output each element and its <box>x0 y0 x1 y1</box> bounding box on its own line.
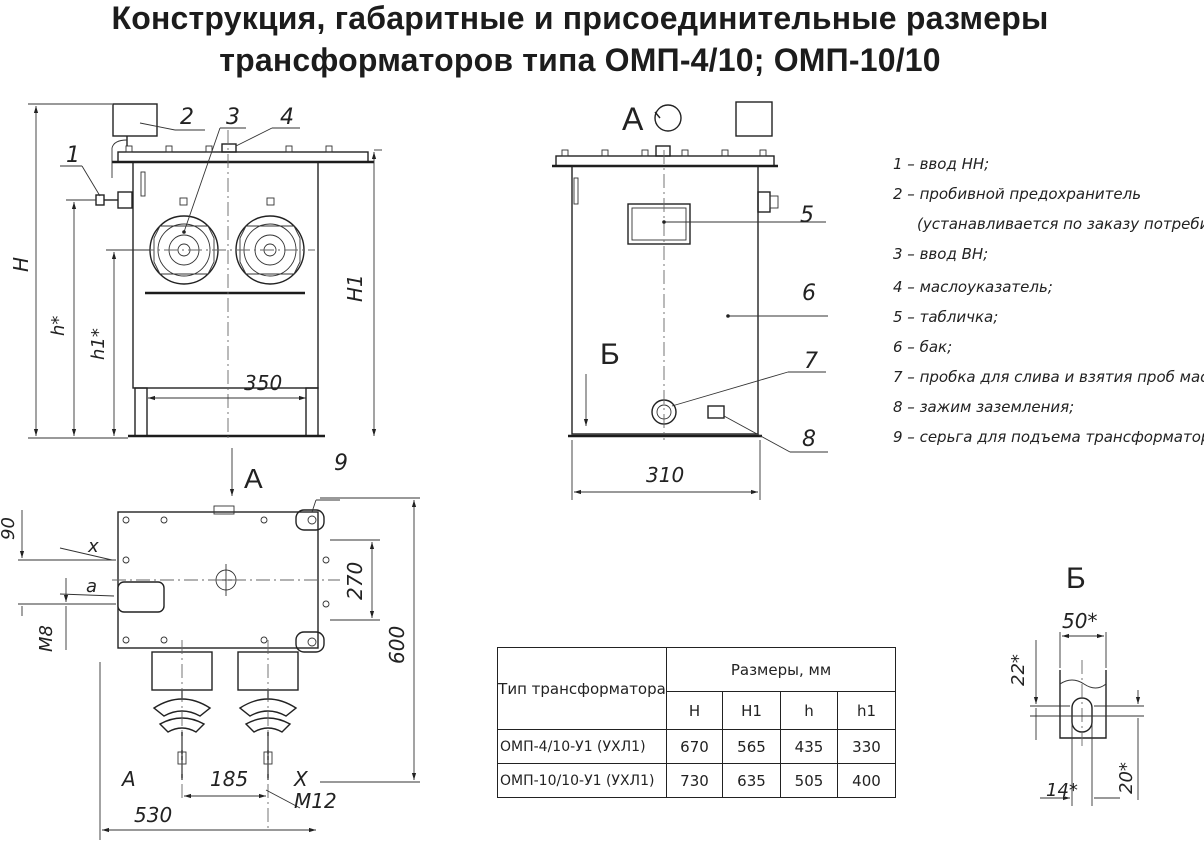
table-header-dims: Размеры, мм <box>666 647 896 692</box>
detail-b <box>1030 632 1144 806</box>
title-line-2: трансформаторов типа ОМП-4/10; ОМП-10/10 <box>219 42 941 78</box>
legend-item-7: 7 – пробка для слива и взятия проб масл <box>893 368 1204 386</box>
side-lid <box>555 155 775 167</box>
callout-7: 7 <box>804 349 818 374</box>
legend-item-6: 6 – бак; <box>893 338 953 356</box>
table-cell: 565 <box>722 729 781 764</box>
dim-h1: h1* <box>88 328 109 360</box>
legend-item-2-note: (устанавливается по заказу потреби <box>917 215 1204 233</box>
title-line-1: Конструкция, габаритные и присоединитель… <box>111 0 1049 36</box>
fuse-box <box>112 103 158 137</box>
detail-b-title: Б <box>1066 562 1086 595</box>
lv-terminal-a: a <box>86 576 97 597</box>
table-row: ОМП-10/10-У1 (УХЛ1) 730 635 505 400 <box>497 763 896 798</box>
callout-3: 3 <box>226 105 240 130</box>
callout-1: 1 <box>66 143 80 168</box>
dim-50: 50* <box>1062 609 1097 633</box>
dim-H: H <box>9 257 33 272</box>
callout-9: 9 <box>334 451 348 476</box>
view-b-label: Б <box>600 338 620 371</box>
table-cell: 505 <box>780 763 838 798</box>
table-cell: 635 <box>722 763 781 798</box>
legend-item-3: 3 – ввод ВН; <box>893 245 989 263</box>
legend-item-4: 4 – маслоуказатель; <box>893 278 1053 296</box>
callout-4: 4 <box>280 105 294 130</box>
front-lid <box>117 151 369 163</box>
legend-item-2: 2 – пробивной предохранитель <box>893 185 1142 203</box>
table-row: ОМП-4/10-У1 (УХЛ1) 670 565 435 330 <box>497 729 896 764</box>
callout-8: 8 <box>802 427 816 452</box>
table-col-h1: h1 <box>837 691 896 730</box>
dimensions-table: Тип трансформатора Размеры, мм H H1 h h1… <box>497 647 896 798</box>
lv-bushing <box>95 191 133 209</box>
table-cell: 730 <box>666 763 723 798</box>
table-col-H: H <box>666 691 723 730</box>
plan-bolts <box>122 516 330 644</box>
earth-clamp <box>707 405 725 419</box>
side-lid-bolts <box>561 149 767 157</box>
hv-terminal-a: А <box>120 767 136 791</box>
dim-M8: M8 <box>36 625 57 652</box>
dim-350: 350 <box>244 371 282 395</box>
table-cell: 330 <box>837 729 896 764</box>
side-tank <box>571 165 759 435</box>
dim-M12: M12 <box>294 789 337 813</box>
plan-view <box>18 497 420 840</box>
legend-item-5: 5 – табличка; <box>893 308 999 326</box>
dim-14: 14* <box>1046 780 1078 801</box>
dim-270: 270 <box>343 562 367 600</box>
table-cell: 670 <box>666 729 723 764</box>
dim-600: 600 <box>385 626 409 664</box>
view-a-label: А <box>244 463 263 494</box>
side-view <box>552 101 828 500</box>
table-cell-type: ОМП-4/10-У1 (УХЛ1) <box>497 729 667 764</box>
callout-2: 2 <box>180 105 194 130</box>
dim-22: 22* <box>1008 654 1029 686</box>
table-header-type: Тип трансформатора <box>497 647 667 730</box>
table-col-H1: H1 <box>722 691 781 730</box>
dim-90: 90 <box>0 517 19 540</box>
lv-terminal-x: x <box>87 536 99 557</box>
lid-bolts <box>125 145 333 153</box>
dim-310: 310 <box>646 463 684 487</box>
legend-item-8: 8 – зажим заземления; <box>893 398 1075 416</box>
oil-indicator <box>221 143 237 153</box>
table-col-h: h <box>780 691 838 730</box>
view-a-title: А <box>622 101 644 137</box>
dim-185: 185 <box>210 767 248 791</box>
dim-h: h* <box>48 316 69 336</box>
front-tank <box>132 161 319 389</box>
legend-item-9: 9 – серьга для подъема трансформатора <box>893 428 1204 446</box>
callout-6: 6 <box>802 281 816 306</box>
table-cell: 400 <box>837 763 896 798</box>
nameplate <box>627 203 691 245</box>
dim-20: 20* <box>1116 762 1137 794</box>
dim-H1: H1 <box>343 274 367 302</box>
table-cell-type: ОМП-10/10-У1 (УХЛ1) <box>497 763 667 798</box>
front-view <box>28 103 382 496</box>
table-cell: 435 <box>780 729 838 764</box>
callout-5: 5 <box>800 203 814 228</box>
dim-530: 530 <box>134 803 172 827</box>
hv-terminal-x: Х <box>293 767 309 791</box>
legend-item-1: 1 – ввод НН; <box>893 155 990 173</box>
